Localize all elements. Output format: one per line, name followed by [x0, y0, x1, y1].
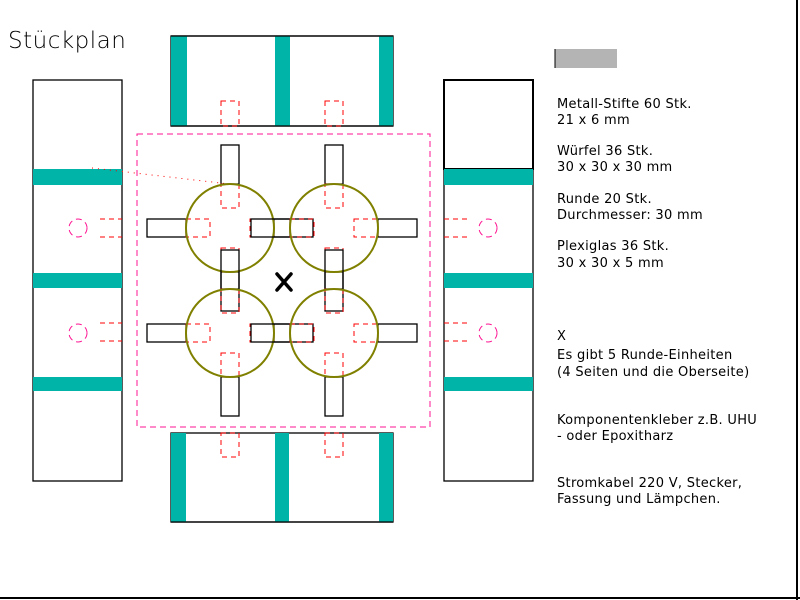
metal-pin	[220, 144, 240, 185]
power-line: Stromkabel 220 V, Stecker,	[557, 476, 742, 491]
metal-pin	[220, 376, 240, 417]
legend-line: Plexiglas 36 Stk.	[557, 239, 669, 254]
hidden-pin-slot	[185, 218, 211, 238]
hidden-pin-slot	[289, 323, 315, 343]
metal-pin	[220, 271, 240, 312]
right-panel	[443, 79, 534, 482]
metal-pin	[220, 249, 240, 290]
note-marker: X	[557, 329, 566, 344]
metal-pin	[250, 218, 291, 238]
metal-pin	[146, 323, 187, 343]
hidden-pin-slot	[220, 183, 240, 209]
hidden-pin-slot	[220, 247, 240, 273]
metal-pin	[324, 144, 344, 185]
metal-pin	[324, 271, 344, 312]
note-line: Es gibt 5 Runde-Einheiten	[557, 348, 732, 363]
plexiglas-outline	[136, 133, 431, 428]
hidden-pin-slot	[185, 323, 211, 343]
metal-pin	[273, 218, 314, 238]
hidden-pin-slot	[249, 323, 275, 343]
legend-line: Runde 20 Stk.	[557, 192, 652, 207]
round-unit	[185, 183, 275, 273]
hidden-pin-slot	[324, 183, 344, 209]
metal-pin	[377, 218, 418, 238]
drawing-title: Stückplan	[8, 28, 126, 54]
left-panel	[32, 79, 123, 482]
metal-pin	[324, 249, 344, 290]
hidden-pin-slot	[289, 218, 315, 238]
parts-list: Metall-Stifte 60 Stk. 21 x 6 mm Würfel 3…	[557, 97, 757, 507]
legend-line: 30 x 30 x 5 mm	[557, 256, 664, 271]
color-swatch	[555, 49, 617, 68]
legend-line: 21 x 6 mm	[557, 113, 630, 128]
hidden-pin-slot	[324, 352, 344, 378]
hidden-pin-slot	[324, 288, 344, 314]
legend-line: 30 x 30 x 30 mm	[557, 160, 673, 175]
hidden-pin-slot	[353, 323, 379, 343]
glue-line: - oder Epoxitharz	[557, 429, 673, 444]
metal-pin	[273, 323, 314, 343]
round-units	[146, 144, 418, 417]
hidden-pin-slot	[353, 218, 379, 238]
hidden-pin-slot	[220, 352, 240, 378]
top-panel	[170, 35, 394, 127]
power-line: Fassung und Lämpchen.	[557, 492, 721, 507]
legend-line: Durchmesser: 30 mm	[557, 208, 703, 223]
metal-pin	[324, 376, 344, 417]
hidden-pin-slot	[220, 288, 240, 314]
metal-pin	[377, 323, 418, 343]
metal-pin	[146, 218, 187, 238]
legend-line: Würfel 36 Stk.	[557, 144, 653, 159]
metal-pin	[250, 323, 291, 343]
hidden-pin-slot	[324, 247, 344, 273]
bottom-panel	[170, 432, 394, 523]
legend-line: Metall-Stifte 60 Stk.	[557, 97, 692, 112]
x-marker	[275, 272, 293, 292]
hidden-pin-slot	[249, 218, 275, 238]
round-unit	[289, 183, 379, 273]
glue-line: Komponentenkleber z.B. UHU	[557, 413, 757, 428]
leader-line	[91, 167, 230, 185]
round-unit	[185, 288, 275, 378]
note-line: (4 Seiten und die Oberseite)	[557, 365, 749, 380]
round-unit	[289, 288, 379, 378]
